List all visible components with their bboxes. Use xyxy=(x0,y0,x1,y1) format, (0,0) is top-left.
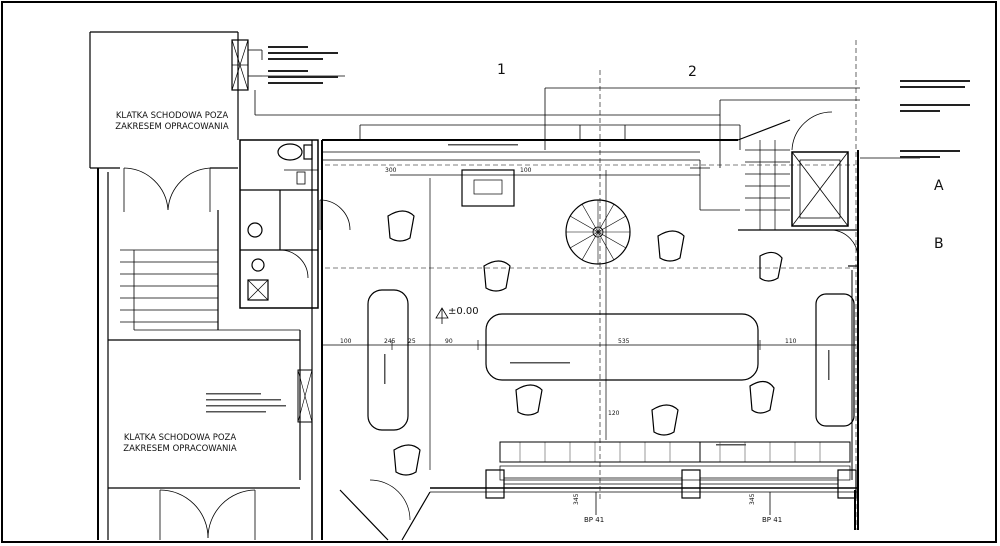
stair-and-lift xyxy=(737,111,859,267)
grid-axis-b: B xyxy=(934,236,944,252)
dim-label-245: 245 xyxy=(384,338,396,345)
grid-dashed-lines xyxy=(325,40,857,530)
annotation-callouts-top xyxy=(248,49,920,168)
ventilation-ducts xyxy=(231,39,249,91)
dim-label-25: 25 xyxy=(408,338,416,345)
dimension-lines xyxy=(322,170,856,470)
dim-label-535: 535 xyxy=(618,338,630,345)
grid-axis-2: 2 xyxy=(688,64,697,80)
section-value-left: 345 xyxy=(573,493,580,505)
front-shelving xyxy=(499,441,851,481)
dim-label-110: 110 xyxy=(785,338,797,345)
display-tables xyxy=(367,169,855,431)
stairwell-label-bottom-1: KLATKA SCHODOWA POZA xyxy=(124,433,237,443)
dim-label-300: 300 xyxy=(385,167,397,174)
section-mark-right: BP 41 xyxy=(762,516,782,524)
chairs xyxy=(387,210,783,476)
stairwell-label-top-1: KLATKA SCHODOWA POZA xyxy=(116,111,229,121)
section-value-right: 345 xyxy=(749,493,756,505)
stairwell-left xyxy=(89,31,313,540)
grid-axis-1: 1 xyxy=(497,62,506,78)
dim-label-100b: 100 xyxy=(520,167,532,174)
section-marks xyxy=(595,492,771,515)
illegible-labels xyxy=(206,144,830,446)
grid-axis-a: A xyxy=(934,178,944,194)
dim-label-120: 120 xyxy=(608,410,620,417)
annotation-text-blocks xyxy=(268,46,970,158)
ceiling-beam-lines xyxy=(359,124,741,211)
storefront xyxy=(339,469,857,541)
section-mark-left: BP 41 xyxy=(584,516,604,524)
dim-label-90: 90 xyxy=(445,338,453,345)
stairwell-label-top-2: ZAKRESEM OPRACOWANIA xyxy=(115,122,229,132)
dim-label-100a: 100 xyxy=(340,338,352,345)
level-marker xyxy=(435,307,449,324)
wc-block xyxy=(239,139,351,309)
level-mark-label: ±0.00 xyxy=(448,306,479,317)
shop-outer-walls xyxy=(311,139,859,540)
stairwell-label-bottom-2: ZAKRESEM OPRACOWANIA xyxy=(123,444,237,454)
spiral-staircase xyxy=(565,199,631,265)
